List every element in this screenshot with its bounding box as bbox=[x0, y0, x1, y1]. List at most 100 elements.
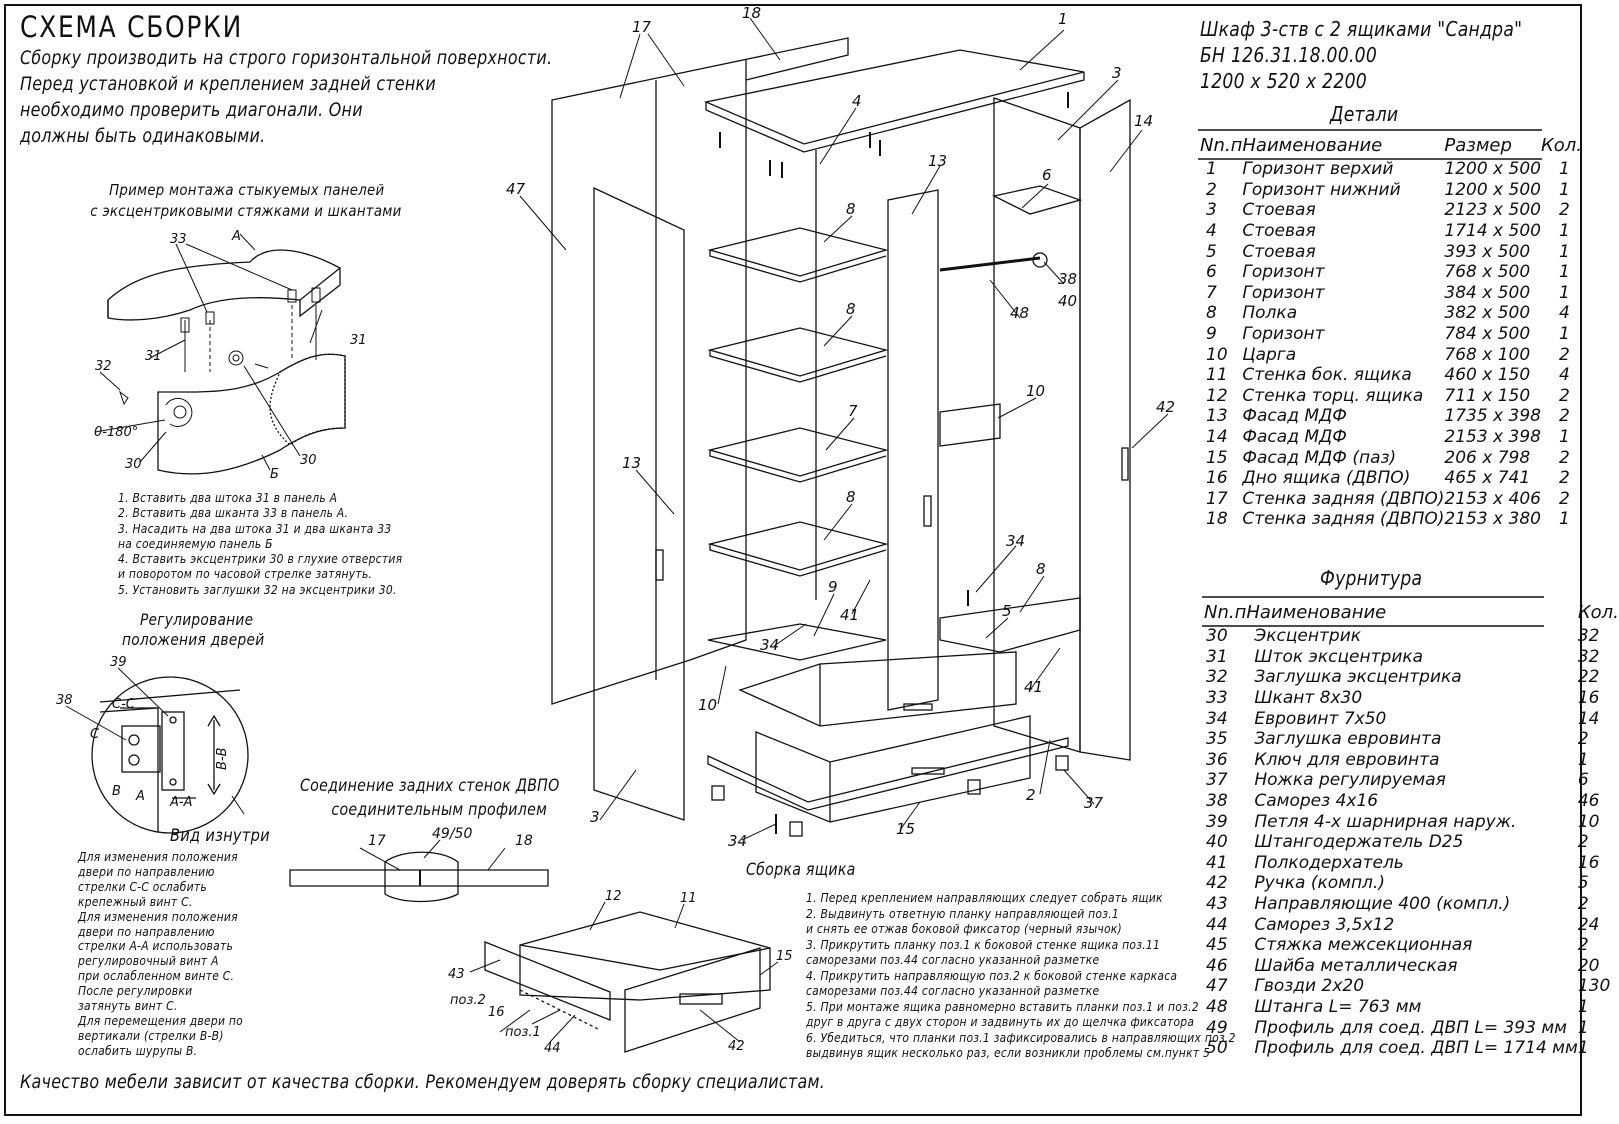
table-cell: 1200 х 500 bbox=[1444, 179, 1541, 200]
footer-note: Качество мебели зависит от качества сбор… bbox=[20, 1072, 826, 1093]
callout-41: 41 bbox=[840, 606, 859, 624]
step-line: 2. Выдвинуть ответную планку направляюще… bbox=[806, 905, 1120, 921]
step-line: и снять ее отжав боковой фиксатор (черны… bbox=[806, 921, 1123, 936]
callout-label: 49/50 bbox=[432, 826, 472, 842]
table-cell: 16 bbox=[1206, 468, 1228, 489]
callout-42: 42 bbox=[1156, 398, 1175, 416]
col-header: Кол. bbox=[1540, 134, 1582, 156]
table-cell: 16 bbox=[1577, 688, 1600, 709]
table-cell: 45 bbox=[1206, 935, 1228, 956]
step-line: выдвинув ящик несколько раз, если возник… bbox=[806, 1045, 1211, 1060]
product-dims: 1200 х 520 х 2200 bbox=[1200, 69, 1368, 93]
door-adjust-notes: Для изменения положения двери по направл… bbox=[78, 849, 243, 1059]
heading-line: соединительным профилем bbox=[331, 800, 548, 819]
table-cell: 2 bbox=[1577, 832, 1589, 853]
panel-example-sketch: 33 А 31 31 32 0-180° 30 30 Б bbox=[94, 229, 367, 482]
note-line: крепежный винт С. bbox=[78, 893, 193, 909]
table-cell: 130 bbox=[1577, 976, 1611, 997]
table-cell: Полка bbox=[1242, 303, 1298, 324]
step-line: 1. Вставить два штока 31 в панель А bbox=[118, 490, 338, 505]
callout-7: 7 bbox=[848, 402, 858, 420]
table-cell: 1 bbox=[1558, 241, 1570, 262]
note-line: После регулировки bbox=[78, 983, 193, 999]
table-cell: 1 bbox=[1558, 179, 1570, 200]
table-cell: 15 bbox=[1206, 447, 1228, 468]
table-cell: Дно ящика (ДВПО) bbox=[1242, 468, 1411, 489]
table-cell: 768 х 100 bbox=[1444, 344, 1531, 365]
table-cell: Саморез 3,5х12 bbox=[1254, 914, 1395, 935]
note-line: при ослабленном винте С. bbox=[78, 968, 235, 984]
callout-8: 8 bbox=[846, 300, 856, 318]
heading-line: положения дверей bbox=[122, 630, 265, 649]
heading-line: с эксцентриковыми стяжками и шкантами bbox=[90, 202, 402, 220]
table-cell: 32 bbox=[1206, 667, 1228, 688]
note-line: ослабить шурупы В. bbox=[78, 1042, 198, 1058]
callout-14: 14 bbox=[1134, 112, 1153, 130]
step-line: 4. Вставить эксцентрики 30 в глухие отве… bbox=[118, 551, 403, 567]
callout-47: 47 bbox=[506, 180, 526, 198]
callout-38: 38 bbox=[1058, 270, 1077, 288]
table-header-row: Nn.п Наименование Размер Кол. bbox=[1200, 131, 1582, 159]
callout-label: 32 bbox=[95, 359, 112, 374]
table-cell: 39 bbox=[1206, 811, 1228, 832]
table-cell: Заглушка евровинта bbox=[1254, 729, 1442, 750]
table-cell: 206 х 798 bbox=[1444, 447, 1531, 468]
table-cell: 35 bbox=[1206, 729, 1228, 750]
note-line: Для изменения положения bbox=[78, 908, 238, 924]
table-cell: 1 bbox=[1558, 324, 1570, 345]
table-cell: 1 bbox=[1577, 996, 1589, 1017]
step-line: 4. Прикрутить направляющую поз.2 к боков… bbox=[806, 967, 1178, 983]
callout-17: 17 bbox=[632, 18, 652, 36]
table-cell: 22 bbox=[1577, 667, 1600, 688]
panel-example-heading: Пример монтажа стыкуемых панелей с эксце… bbox=[90, 180, 402, 222]
table-cell: 460 х 150 bbox=[1444, 365, 1531, 386]
callout-label: 12 bbox=[605, 889, 622, 904]
panel-example-steps: 1. Вставить два штока 31 в панель А 2. В… bbox=[118, 490, 402, 597]
door-adjust-caption: Вид изнутри bbox=[170, 826, 270, 846]
table-cell: 34 bbox=[1206, 708, 1228, 729]
callout-label: 42 bbox=[728, 1039, 745, 1054]
intro-text: Сборку производить на строго горизонталь… bbox=[20, 46, 552, 150]
table-cell: Евровинт 7х50 bbox=[1254, 708, 1387, 729]
callout-label: 18 bbox=[515, 833, 533, 849]
callout-6: 6 bbox=[1042, 166, 1052, 184]
table-cell: 31 bbox=[1206, 646, 1228, 667]
product-name: Шкаф 3-ств с 2 ящиками "Сандра" bbox=[1200, 17, 1523, 41]
table-header-row: Nn.п Наименование Кол. bbox=[1204, 598, 1619, 626]
table-cell: 5 bbox=[1206, 241, 1217, 262]
drawing-frame bbox=[4, 4, 1582, 1116]
step-line: 1. Перед креплением направляющих следует… bbox=[806, 890, 1163, 905]
table-cell: 1714 х 500 bbox=[1444, 221, 1541, 242]
table-cell: Ручка (компл.) bbox=[1254, 873, 1385, 894]
table-cell: 1 bbox=[1558, 427, 1570, 448]
table-cell: 2 bbox=[1577, 729, 1589, 750]
table-cell: Стоевая bbox=[1242, 241, 1316, 262]
intro-line: должны быть одинаковыми. bbox=[20, 126, 266, 147]
table-cell: Стенка торц. ящика bbox=[1242, 385, 1424, 406]
table-cell: 768 х 500 bbox=[1444, 262, 1531, 283]
heading-line: Пример монтажа стыкуемых панелей bbox=[109, 181, 385, 199]
intro-line: Перед установкой и креплением задней сте… bbox=[20, 74, 437, 95]
table-cell: 2 bbox=[1558, 406, 1570, 427]
table-cell: Петля 4-х шарнирная наруж. bbox=[1254, 811, 1517, 832]
callout-48: 48 bbox=[1010, 304, 1029, 322]
callout-label: 31 bbox=[145, 349, 162, 364]
callout-1: 1 bbox=[1058, 10, 1068, 28]
callout-label: 17 bbox=[368, 833, 386, 849]
